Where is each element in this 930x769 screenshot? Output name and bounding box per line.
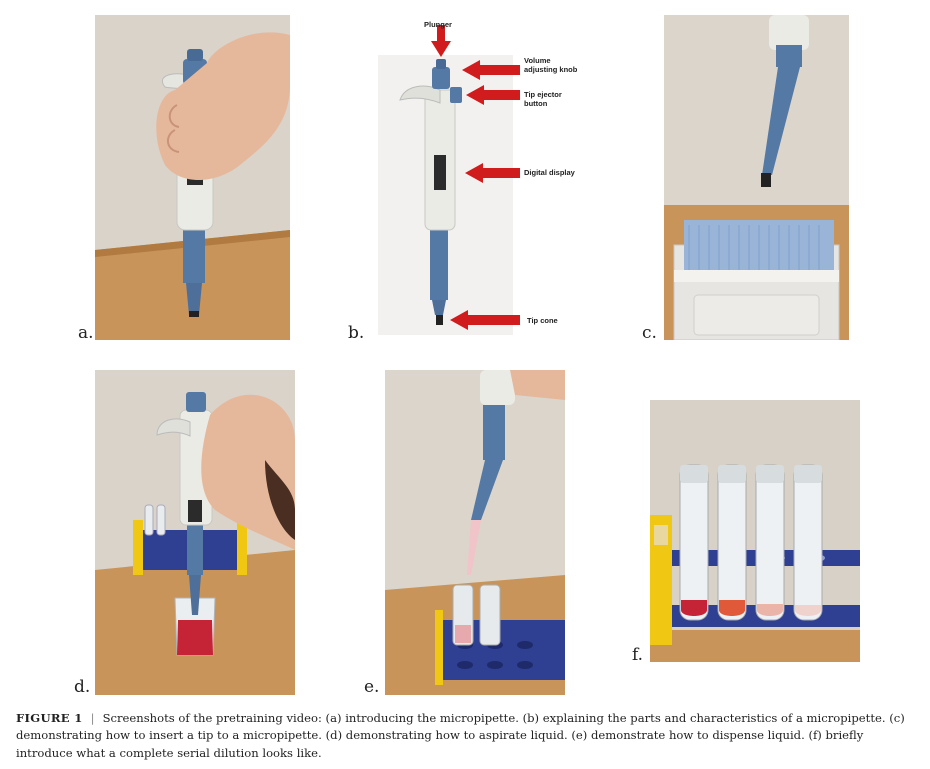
- callout-tip-ejector: Tip ejector button: [524, 90, 562, 109]
- caption-separator: |: [90, 711, 95, 725]
- panel-c-label: c.: [642, 323, 657, 343]
- panel-a-photo: [95, 15, 290, 340]
- panel-c-photo: [664, 15, 849, 340]
- caption-text: Screenshots of the pretraining video: (a…: [16, 711, 905, 760]
- callout-volume-knob: Volume adjusting knob: [524, 56, 578, 75]
- callout-plunger: Plunger: [424, 20, 452, 29]
- panel-e-photo: [385, 370, 565, 695]
- panel-b-diagram: [370, 15, 585, 340]
- panel-d-label: d.: [74, 677, 91, 697]
- panel-f-photo: [650, 400, 860, 662]
- callout-digital-display: Digital display: [524, 168, 575, 177]
- callout-tip-cone: Tip cone: [527, 316, 558, 325]
- panel-a-label: a.: [78, 323, 94, 343]
- figure-caption: FIGURE 1 |Screenshots of the pretraining …: [16, 710, 921, 762]
- figure-label: FIGURE 1: [16, 711, 83, 725]
- panel-b-label: b.: [348, 323, 365, 343]
- panel-d-photo: [95, 370, 295, 695]
- panel-e-label: e.: [364, 677, 380, 697]
- panel-f-label: f.: [632, 645, 644, 665]
